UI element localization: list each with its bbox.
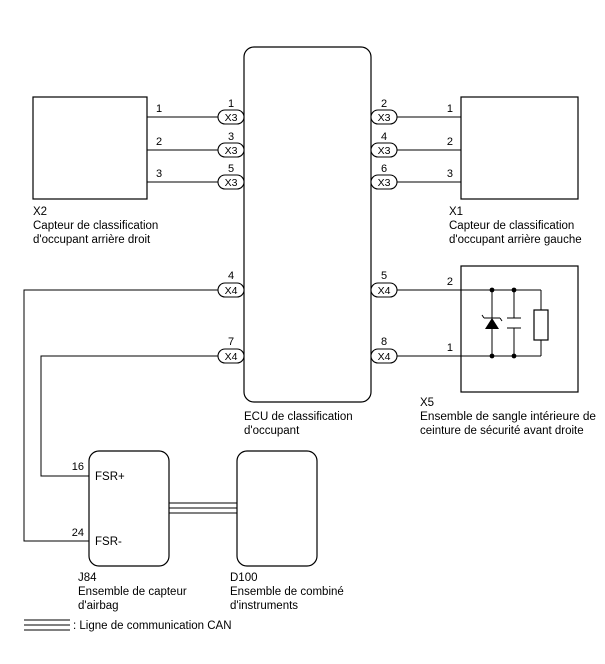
capacitor-icon <box>507 317 521 329</box>
pin-label: 8 <box>381 336 387 348</box>
svg-text:X3: X3 <box>378 145 391 157</box>
pin-label: 2 <box>381 98 387 110</box>
pin-label: 2 <box>156 136 162 148</box>
x5-component-box <box>460 265 579 393</box>
ecu-label-line1: ECU de classification <box>244 411 353 423</box>
pin-label: 24 <box>72 527 84 539</box>
x5-internal-circuit <box>461 287 542 359</box>
pin-label: 7 <box>228 336 234 348</box>
svg-text:X4: X4 <box>225 285 238 297</box>
pin-label: 1 <box>447 103 453 115</box>
pin-label: 16 <box>72 461 84 473</box>
pin-label: 1 <box>228 98 234 110</box>
connector-x3-pin5: X3 <box>217 174 245 190</box>
x2-label-line2: d'occupant arrière droit <box>33 234 151 246</box>
pin-label: 5 <box>228 163 234 175</box>
x5-id: X5 <box>420 397 434 409</box>
j84-label-line2: d'airbag <box>78 600 119 612</box>
svg-text:X3: X3 <box>225 112 238 124</box>
pin-label: 5 <box>381 270 387 282</box>
svg-text:X3: X3 <box>225 145 238 157</box>
x2-label-line1: Capteur de classification <box>33 220 158 232</box>
d100-label-line2: d'instruments <box>230 600 298 612</box>
ecu-label-line2: d'occupant <box>244 425 300 437</box>
pin-label: 2 <box>447 136 453 148</box>
connector-x3-pin3: X3 <box>217 142 245 158</box>
j84-component-box <box>88 450 170 567</box>
d100-component-box <box>236 450 318 567</box>
connector-x4-pin5: X4 <box>370 282 398 298</box>
svg-text:X4: X4 <box>378 351 391 363</box>
pin-label: 3 <box>447 168 453 180</box>
connector-x4-pin4: X4 <box>217 282 245 298</box>
wire-fsr-minus <box>23 289 218 542</box>
can-bus-line <box>169 502 237 514</box>
pin-label: 4 <box>228 270 234 282</box>
zener-diode-icon <box>481 314 503 329</box>
x2-id: X2 <box>33 206 47 218</box>
connector-x3-pin2: X3 <box>370 109 398 125</box>
x1-id: X1 <box>449 206 463 218</box>
connector-x4-pin8: X4 <box>370 348 398 364</box>
pin-label: 2 <box>447 276 453 288</box>
x1-label-line1: Capteur de classification <box>449 220 574 232</box>
connector-x4-pin7: X4 <box>217 348 245 364</box>
svg-text:X4: X4 <box>225 351 238 363</box>
d100-label-line1: Ensemble de combiné <box>230 586 344 598</box>
pin-label: 4 <box>381 131 387 143</box>
svg-text:X3: X3 <box>225 177 238 189</box>
x2-component-box <box>32 96 148 200</box>
svg-text:X3: X3 <box>378 177 391 189</box>
d100-id: D100 <box>230 572 258 584</box>
ecu-component-box <box>243 46 372 403</box>
x1-label-line2: d'occupant arrière gauche <box>449 234 582 246</box>
pin-label: 3 <box>156 168 162 180</box>
connector-x3-pin4: X3 <box>370 142 398 158</box>
resistor-icon <box>533 309 549 341</box>
j84-fsr-minus-label: FSR- <box>95 536 122 548</box>
pin-label: 1 <box>447 342 453 354</box>
x5-label-line2: ceinture de sécurité avant droite <box>420 425 584 437</box>
j84-fsr-plus-label: FSR+ <box>95 471 125 483</box>
wire-fsr-plus <box>40 355 218 477</box>
j84-id: J84 <box>78 572 97 584</box>
connector-x3-pin6: X3 <box>370 174 398 190</box>
legend-can-line-icon <box>24 619 70 631</box>
pin-label: 6 <box>381 163 387 175</box>
connector-x3-pin1: X3 <box>217 109 245 125</box>
svg-text:X4: X4 <box>378 285 391 297</box>
x5-label-line1: Ensemble de sangle intérieure de <box>420 411 596 423</box>
svg-text:X3: X3 <box>378 112 391 124</box>
pin-label: 1 <box>156 103 162 115</box>
pin-label: 3 <box>228 131 234 143</box>
legend-can-label: : Ligne de communication CAN <box>73 620 232 632</box>
x1-component-box <box>460 96 579 200</box>
j84-label-line1: Ensemble de capteur <box>78 586 187 598</box>
